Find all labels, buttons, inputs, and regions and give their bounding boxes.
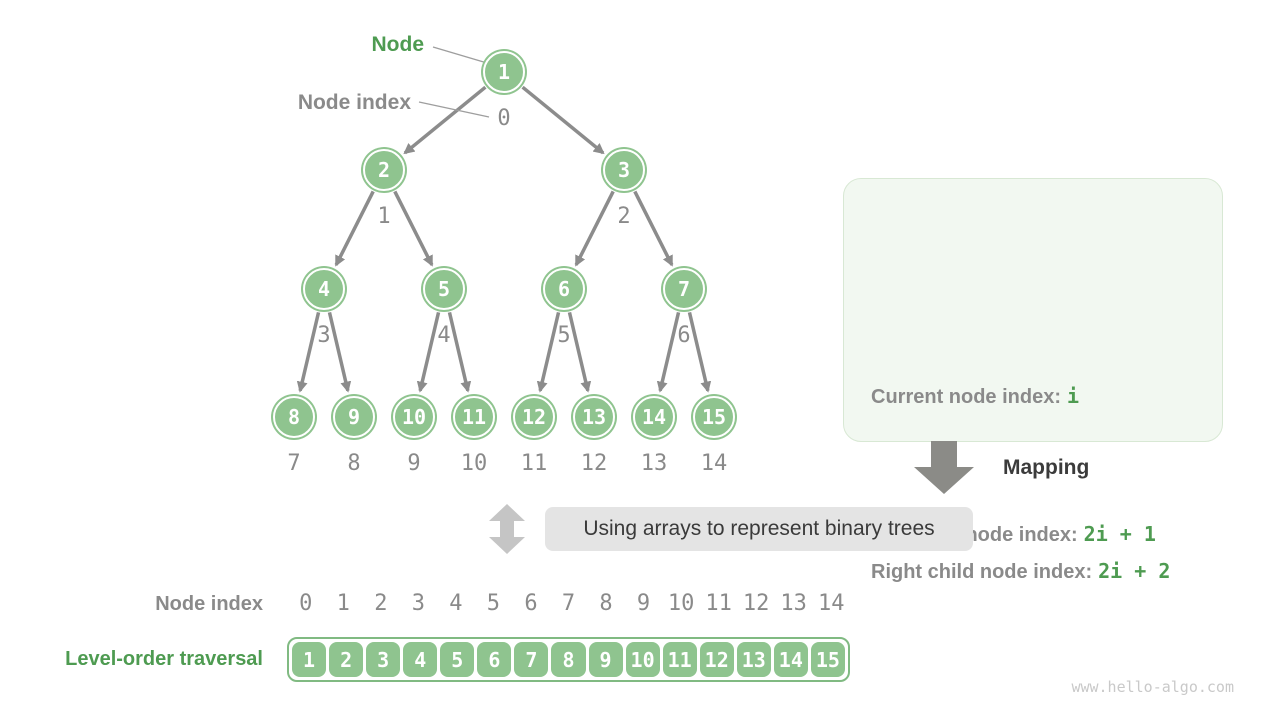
tree-node: 1 — [483, 51, 525, 93]
current-node-index-label: Current node index: — [871, 386, 1062, 408]
watermark: www.hello-algo.com — [1071, 678, 1234, 696]
array-cell: 2 — [329, 642, 364, 677]
up-down-arrow-icon — [489, 504, 525, 554]
tree-node: 6 — [543, 268, 585, 310]
tree-node-index: 9 — [407, 451, 421, 476]
tree-edge — [567, 311, 592, 393]
array-cell: 11 — [662, 642, 697, 677]
array-index-value: 4 — [449, 591, 463, 616]
array-index-value: 0 — [299, 591, 313, 616]
tree-node: 15 — [693, 396, 735, 438]
array-cell: 3 — [366, 642, 401, 677]
tree-edge — [521, 85, 605, 155]
left-child-index-value: 2i + 1 — [1083, 522, 1156, 546]
array-cell: 10 — [625, 642, 660, 677]
array-index-value: 8 — [599, 591, 613, 616]
array-index-value: 7 — [561, 591, 576, 616]
array-cell: 8 — [551, 642, 586, 677]
current-node-index-line: Current node index:i — [871, 384, 1079, 409]
tree-node-index: 7 — [287, 451, 301, 476]
array-cell: 14 — [773, 642, 808, 677]
tree-edge — [633, 190, 674, 267]
array-index-value: 6 — [524, 591, 538, 616]
tree-node: 12 — [513, 396, 555, 438]
array-index-value: 9 — [636, 591, 651, 616]
tree-node-index: 4 — [437, 323, 451, 348]
tree-node-index: 2 — [617, 204, 631, 229]
tree-node-index: 8 — [347, 451, 361, 476]
array-cell: 9 — [588, 642, 623, 677]
tree-node: 7 — [663, 268, 705, 310]
tree-node: 9 — [333, 396, 375, 438]
array-cell: 13 — [736, 642, 771, 677]
tree-node: 11 — [453, 396, 495, 438]
array-index-value: 10 — [667, 591, 695, 616]
tree-node: 2 — [363, 149, 405, 191]
array-cell: 1 — [292, 642, 327, 677]
tree-node: 14 — [633, 396, 675, 438]
tree-node: 8 — [273, 396, 315, 438]
tree-edge — [403, 85, 487, 155]
right-child-index-label: Right child node index: — [871, 561, 1093, 583]
array-cell: 5 — [440, 642, 475, 677]
array-index-value: 13 — [780, 591, 807, 616]
array-cell: 6 — [477, 642, 512, 677]
tree-edge — [447, 311, 472, 393]
array-cell: 4 — [403, 642, 438, 677]
tree-node-index: 10 — [460, 451, 488, 476]
tree-node: 3 — [603, 149, 645, 191]
array-index-value: 5 — [486, 591, 501, 616]
level-order-traversal-label: Level-order traversal — [65, 648, 263, 670]
tree-node-index: 6 — [677, 323, 691, 348]
bottom-node-index-label: Node index — [155, 593, 263, 615]
node-index-callout-label: Node index — [297, 91, 411, 114]
array-cell: 15 — [810, 642, 845, 677]
array-cell: 7 — [514, 642, 549, 677]
array-index-value: 11 — [705, 591, 732, 616]
tree-edge — [296, 311, 321, 393]
diagram-caption: Using arrays to represent binary trees — [545, 507, 973, 551]
tree-edge — [393, 190, 434, 267]
array-index-value: 3 — [411, 591, 425, 616]
tree-node: 5 — [423, 268, 465, 310]
tree-node-index: 0 — [497, 106, 511, 131]
mapping-row: Mapping — [913, 441, 1089, 495]
mapping-label: Mapping — [1003, 456, 1090, 479]
array-index-value: 14 — [817, 591, 845, 616]
tree-edge — [416, 311, 441, 393]
down-arrow-icon — [914, 441, 974, 494]
tree-node-index: 12 — [580, 451, 608, 476]
index-mapping-panel: Current node index:i Mapping Left child … — [843, 178, 1223, 583]
tree-node-index: 13 — [640, 451, 668, 476]
array-cell: 12 — [699, 642, 734, 677]
right-child-index-line: Right child node index:2i + 2 — [871, 559, 1170, 584]
node-index-callout-line — [418, 101, 490, 118]
tree-edge — [327, 311, 352, 393]
tree-node: 10 — [393, 396, 435, 438]
tree-node: 4 — [303, 268, 345, 310]
tree-node-index: 5 — [557, 323, 571, 348]
array-index-value: 2 — [374, 591, 388, 616]
tree-edge — [687, 311, 712, 393]
tree-edge — [574, 190, 615, 267]
tree-node-index: 1 — [377, 204, 391, 229]
tree-edge — [334, 190, 375, 267]
tree-node-index: 3 — [317, 323, 331, 348]
current-node-index-value: i — [1067, 384, 1080, 408]
tree-node-index: 14 — [700, 451, 728, 476]
node-callout-label: Node — [371, 33, 425, 56]
tree-node-index: 11 — [520, 451, 548, 476]
tree-node: 13 — [573, 396, 615, 438]
tree-edge — [536, 311, 561, 393]
tree-edge — [656, 311, 681, 393]
array-index-value: 1 — [336, 591, 350, 616]
array-index-value: 12 — [742, 591, 770, 616]
node-callout-line — [432, 46, 488, 64]
right-child-index-value: 2i + 2 — [1098, 559, 1171, 583]
